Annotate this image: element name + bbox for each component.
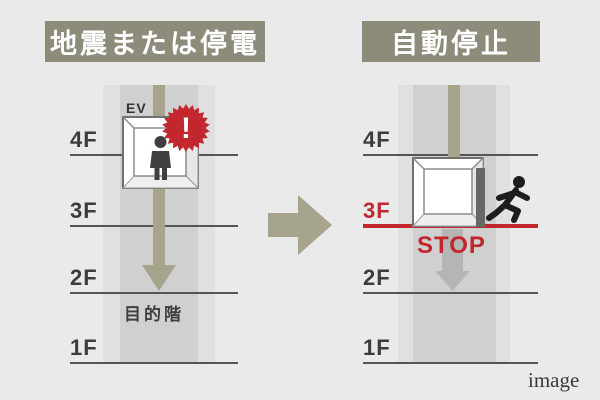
faded-down-arrow-icon bbox=[435, 229, 470, 291]
right-label-4f: 4F bbox=[363, 127, 391, 152]
right-label-2f: 2F bbox=[363, 265, 391, 290]
destination-floor-label: 目的階 bbox=[124, 305, 184, 324]
exclamation-icon: ! bbox=[181, 112, 191, 145]
elevator-door-icon bbox=[476, 168, 485, 227]
right-floor-line-1f bbox=[363, 362, 538, 364]
right-panel-header: 自動停止 bbox=[362, 21, 540, 62]
left-label-4f: 4F bbox=[70, 127, 98, 152]
ev-label: EV bbox=[126, 100, 147, 116]
left-label-3f: 3F bbox=[70, 198, 98, 223]
left-floor-line-1f bbox=[70, 362, 238, 364]
standing-person-icon bbox=[150, 136, 171, 180]
left-label-2f: 2F bbox=[70, 265, 98, 290]
right-label-3f: 3F bbox=[363, 198, 391, 223]
shaft-cable-stripe bbox=[448, 85, 460, 158]
running-person-icon bbox=[486, 176, 530, 223]
stop-label: STOP bbox=[417, 232, 486, 259]
warning-burst: ! bbox=[162, 104, 210, 152]
left-label-1f: 1F bbox=[70, 335, 98, 360]
right-arrow-icon bbox=[268, 195, 332, 255]
left-panel-header: 地震または停電 bbox=[45, 21, 265, 62]
right-label-1f: 1F bbox=[363, 335, 391, 360]
image-watermark: image bbox=[528, 368, 580, 392]
elevator-car-empty bbox=[412, 157, 484, 227]
left-floor-line-2f bbox=[70, 292, 238, 294]
right-floor-line-2f bbox=[363, 292, 538, 294]
